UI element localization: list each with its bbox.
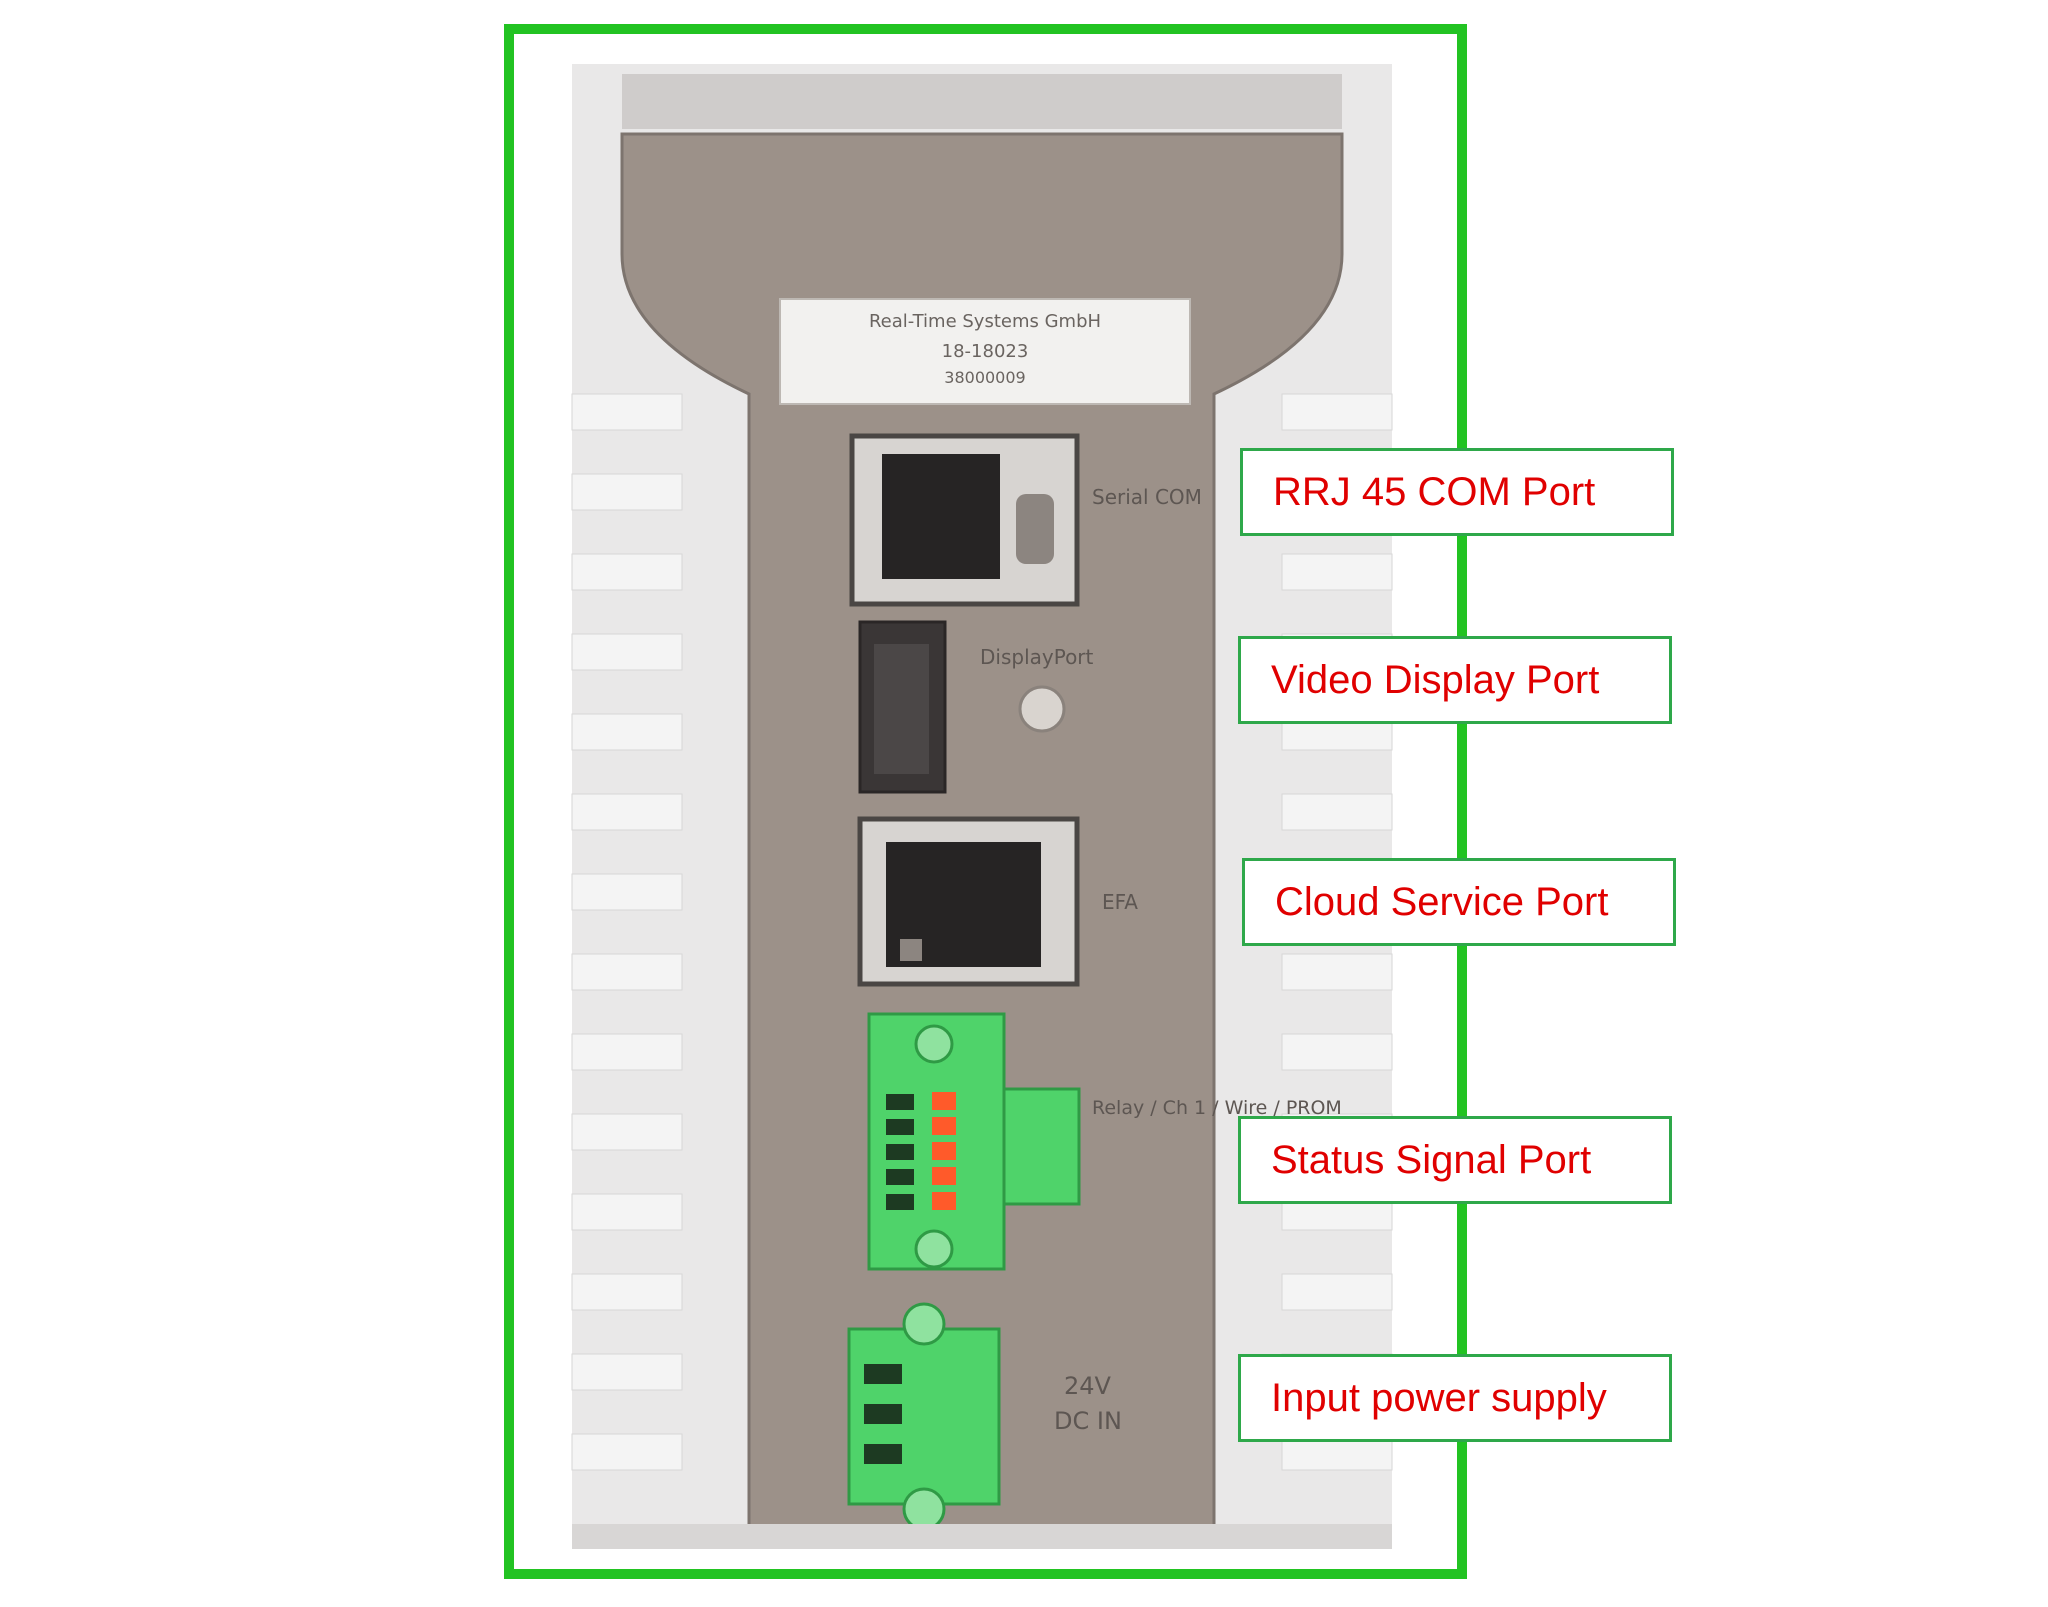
label-plate: Real-Time Systems GmbH 18-18023 38000009 [779,298,1191,405]
heatsink-bottom [572,1524,1392,1549]
callout-label: Cloud Service Port [1275,879,1609,924]
power-input-connector: 24V DC IN [847,1302,1122,1531]
svg-text:18-18023: 18-18023 [942,341,1029,362]
callout-status-signal-port: Status Signal Port [1238,1116,1672,1204]
device-photo-frame: Real-Time Systems GmbH 18-18023 38000009… [504,24,1467,1579]
svg-text:Serial COM: Serial COM [1092,485,1202,509]
svg-text:DisplayPort: DisplayPort [980,645,1094,669]
rj45-com-port: Serial COM [849,433,1202,607]
display-port: DisplayPort [858,620,1094,794]
status-signal-connector: Relay / Ch 1 / Wire / PROM [867,1012,1342,1271]
svg-text:24V: 24V [1064,1372,1112,1400]
callout-label: RRJ 45 COM Port [1273,469,1596,514]
callout-video-display-port: Video Display Port [1238,636,1672,724]
callout-label: Input power supply [1271,1375,1607,1420]
svg-text:EFA: EFA [1102,890,1138,914]
callout-input-power-supply: Input power supply [1238,1354,1672,1442]
svg-text:Relay / Ch 1 / Wire / PROM: Relay / Ch 1 / Wire / PROM [1092,1097,1342,1119]
svg-text:Real-Time Systems GmbH: Real-Time Systems GmbH [869,311,1101,332]
svg-text:38000009: 38000009 [944,368,1025,387]
callout-rrj45-com-port: RRJ 45 COM Port [1240,448,1674,536]
callout-label: Status Signal Port [1271,1137,1592,1182]
callout-label: Video Display Port [1271,657,1600,702]
device-photo: Real-Time Systems GmbH 18-18023 38000009… [571,64,1393,1549]
svg-text:DC IN: DC IN [1054,1407,1122,1435]
callout-cloud-service-port: Cloud Service Port [1242,858,1676,946]
efa-port: EFA [857,816,1138,987]
heatsink-top [622,74,1342,129]
